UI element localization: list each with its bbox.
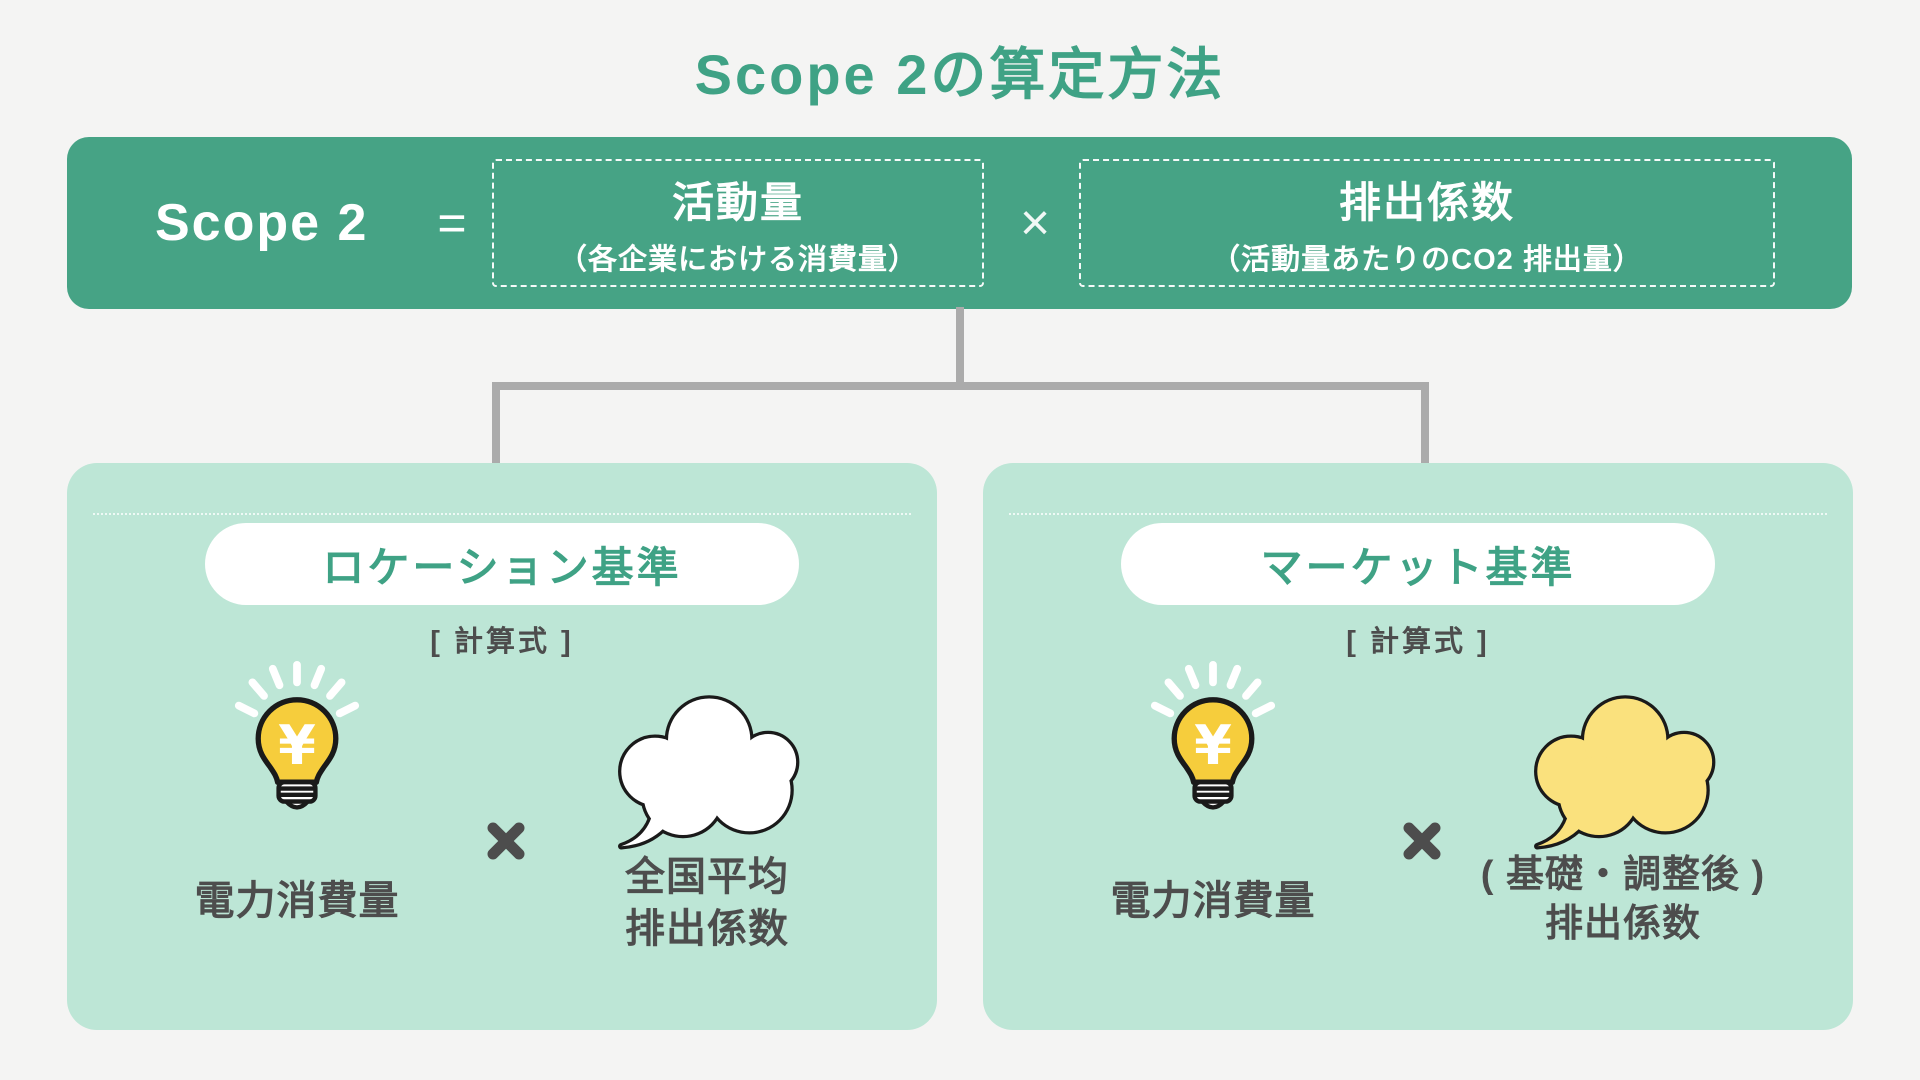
connector-stem <box>956 307 964 390</box>
formula-caption: [ 計算式 ] <box>1346 626 1490 658</box>
yen-lightbulb-icon: ¥ <box>1143 661 1283 821</box>
dotted-divider <box>93 513 911 515</box>
cloud-icon <box>597 691 812 850</box>
yen-symbol: ¥ <box>1194 714 1232 777</box>
yen-lightbulb-icon: ¥ <box>227 661 367 821</box>
activity-label: 活動量 <box>671 178 804 226</box>
formula-caption: [ 計算式 ] <box>430 626 574 658</box>
dotted-divider <box>1009 513 1827 515</box>
location-based-card: ロケーション基準 [ 計算式 ] ¥ 電力消費量 <box>67 463 937 1030</box>
factor-line2: 排出係数 <box>1544 903 1701 946</box>
emission-factor-sublabel: （活動量あたりのCO2 排出量） <box>1211 243 1643 276</box>
location-based-heading: ロケーション基準 <box>205 523 799 605</box>
connector-left-drop <box>492 386 500 466</box>
factor-line2: 排出係数 <box>625 907 789 951</box>
equals-sign: = <box>437 195 467 251</box>
multiply-sign: × <box>1019 194 1051 252</box>
connector-right-drop <box>1421 386 1429 466</box>
adjusted-factor-label: ( 基礎・調整後 ) 排出係数 <box>1433 851 1813 950</box>
multiply-icon <box>483 818 529 864</box>
emission-factor-box: 排出係数 （活動量あたりのCO2 排出量） <box>1079 159 1775 287</box>
bulb-rays-icon <box>1150 661 1276 718</box>
scope2-label: Scope 2 <box>155 194 369 252</box>
multiply-icon <box>1399 818 1445 864</box>
activity-sublabel: （各企業における消費量） <box>557 243 918 276</box>
factor-line1: 全国平均 <box>625 855 789 899</box>
emission-factor-label: 排出係数 <box>1338 178 1515 226</box>
market-based-heading: マーケット基準 <box>1121 523 1715 605</box>
page-title: Scope 2の算定方法 <box>694 43 1226 106</box>
market-based-card: マーケット基準 [ 計算式 ] ¥ 電力消費量 <box>983 463 1853 1030</box>
cloud-icon <box>1513 691 1728 850</box>
factor-line1: ( 基礎・調整後 ) <box>1480 854 1766 896</box>
formula-banner: Scope 2 = 活動量 （各企業における消費量） × 排出係数 （活動量あた… <box>67 137 1852 309</box>
connector-crossbar <box>492 382 1429 390</box>
yen-symbol: ¥ <box>278 714 316 777</box>
activity-box: 活動量 （各企業における消費量） <box>492 159 984 287</box>
national-average-factor-label: 全国平均 排出係数 <box>517 851 897 955</box>
bulb-rays-icon <box>234 661 360 718</box>
electricity-consumption-label: 電力消費量 <box>194 879 400 923</box>
electricity-consumption-label: 電力消費量 <box>1110 879 1316 923</box>
